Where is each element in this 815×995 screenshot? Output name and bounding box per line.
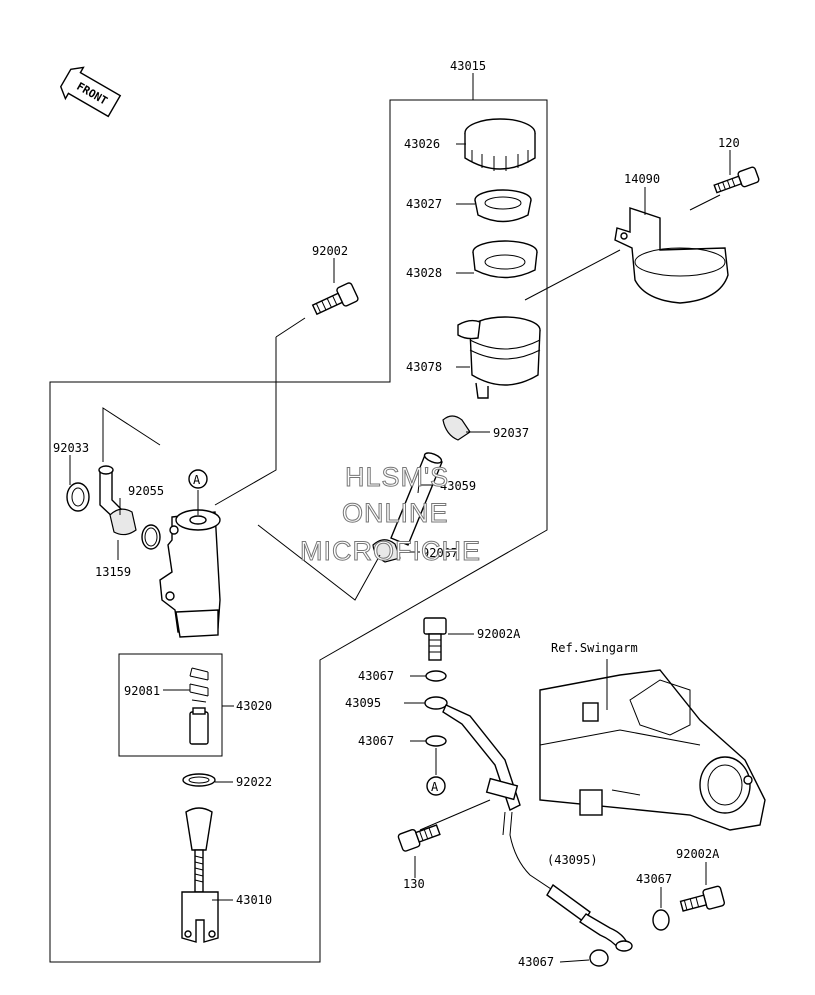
front-arrow-icon: FRONT [59, 66, 122, 118]
banjo-bolt-upper [423, 617, 447, 661]
label-43015: 43015 [450, 59, 486, 73]
washer-43067-c [652, 909, 670, 931]
diaphragm-plate [474, 189, 532, 223]
label-92022: 92022 [236, 775, 272, 789]
callout-a-upper: A [188, 469, 208, 489]
watermark-line-1: HLSM'S [345, 462, 449, 492]
label-92055: 92055 [128, 484, 164, 498]
label-43059: 43059 [440, 479, 476, 493]
label-43095-paren: (43095) [547, 853, 598, 867]
assembly-outline [49, 99, 548, 963]
label-130: 130 [403, 877, 425, 891]
label-43020: 43020 [236, 699, 272, 713]
brake-hose [424, 696, 633, 952]
label-43078: 43078 [406, 360, 442, 374]
label-14090: 14090 [624, 172, 660, 186]
swingarm-reference [539, 669, 766, 831]
spring-kit-box [118, 653, 223, 757]
label-92081: 92081 [124, 684, 160, 698]
label-92037-lower: 92037 [422, 546, 458, 560]
label-13159: 13159 [95, 565, 131, 579]
grommet-13159 [109, 508, 137, 536]
spring-92081 [189, 667, 209, 703]
banjo-bolt-lower [679, 885, 726, 912]
label-92033: 92033 [53, 441, 89, 455]
reservoir-cap [464, 118, 536, 171]
label-43067-b: 43067 [358, 734, 394, 748]
circlip-92033 [66, 482, 90, 512]
callout-a-upper-label: A [193, 473, 201, 487]
callout-a-lower: A [426, 776, 446, 796]
label-43026: 43026 [404, 137, 440, 151]
piston-43020 [189, 707, 209, 745]
leader-lines [69, 73, 731, 963]
washer-43067-b [425, 735, 447, 747]
label-ref-swingarm: Ref.Swingarm [551, 641, 638, 655]
inlet-fitting [98, 465, 125, 521]
bolt-130 [397, 824, 441, 852]
label-43095: 43095 [345, 696, 381, 710]
label-92002A-upper: 92002A [477, 627, 521, 641]
label-43067-c: 43067 [636, 872, 672, 886]
label-92002: 92002 [312, 244, 348, 258]
circlip-92022 [182, 773, 216, 787]
label-92037-upper: 92037 [493, 426, 529, 440]
watermark-line-2: ONLINE [342, 498, 449, 528]
washer-43067-a [425, 670, 447, 682]
label-120: 120 [718, 136, 740, 150]
label-43028: 43028 [406, 266, 442, 280]
master-cylinder-body [159, 509, 221, 638]
reservoir-tank [457, 316, 541, 399]
hose-clamp-upper [442, 415, 471, 441]
bolt-120 [713, 166, 760, 194]
diaphragm [472, 240, 538, 279]
washer-43067-d [589, 949, 609, 967]
reservoir-bracket [614, 207, 729, 304]
watermark-line-3: MICROFICHE [300, 536, 481, 566]
o-ring-92055 [141, 524, 161, 550]
label-43027: 43027 [406, 197, 442, 211]
reservoir-hose [390, 452, 443, 546]
label-43067-d: 43067 [518, 955, 554, 969]
label-43010: 43010 [236, 893, 272, 907]
bolt-92002 [311, 282, 359, 316]
label-92002A-lower: 92002A [676, 847, 720, 861]
push-rod-43010 [181, 807, 219, 943]
callout-a-lower-label: A [431, 780, 439, 794]
label-43067-a: 43067 [358, 669, 394, 683]
